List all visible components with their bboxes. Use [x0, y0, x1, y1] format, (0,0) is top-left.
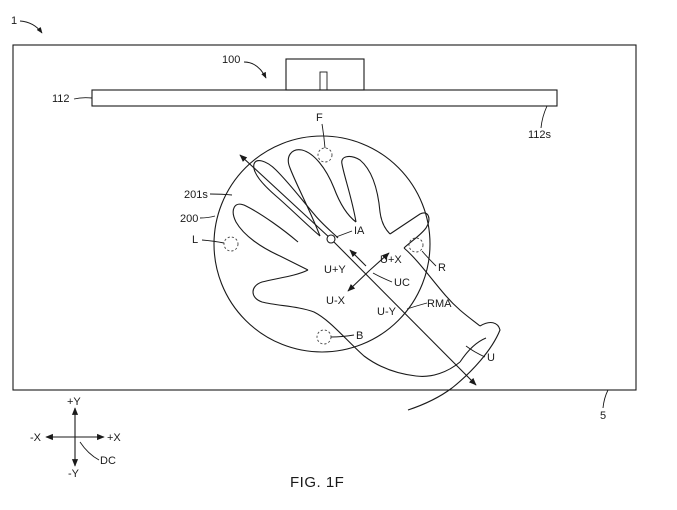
ref-label-112s: 112s	[528, 129, 552, 141]
sensor-point-l	[223, 236, 239, 252]
leader-l	[201, 239, 225, 244]
ref-label-u-plus-y: U+Y	[324, 264, 346, 276]
ref-label-201s: 201s	[184, 189, 208, 201]
outer-frame	[12, 44, 637, 391]
leader-r	[421, 250, 437, 267]
leader-dc	[79, 441, 100, 461]
ref-label-200: 200	[180, 213, 198, 225]
leader-112	[73, 97, 93, 100]
global-axes	[45, 407, 105, 467]
ref-label-100: 100	[222, 54, 240, 66]
ref-label-l: L	[192, 234, 198, 246]
ref-label-u-plus-x: U+X	[380, 254, 402, 266]
ref-label-r: R	[438, 262, 446, 274]
leader-arrow-1	[19, 20, 43, 34]
ref-label-f: F	[316, 112, 323, 124]
ref-label-b: B	[356, 330, 363, 342]
leader-201s	[209, 193, 233, 196]
ia-point	[326, 234, 336, 244]
leader-5	[602, 389, 609, 409]
leader-ia	[335, 230, 353, 238]
hand-outline	[232, 149, 501, 411]
device-stem	[319, 71, 328, 91]
axis-label-minus-x: -X	[30, 432, 42, 444]
ref-label-5: 5	[600, 410, 606, 422]
axis-label-minus-y: -Y	[68, 468, 80, 480]
leader-arrow-100	[243, 61, 267, 79]
leader-200	[199, 215, 216, 219]
leader-u	[465, 345, 486, 358]
figure-caption: FIG. 1F	[290, 474, 344, 491]
surface-112	[91, 89, 558, 107]
ref-label-112: 112	[52, 93, 70, 105]
circle-200	[213, 135, 431, 353]
axis-label-plus-x: +X	[107, 432, 121, 444]
axis-label-dc: DC	[100, 455, 116, 467]
ref-label-1: 1	[11, 15, 17, 27]
ref-label-rma: RMA	[427, 298, 452, 310]
u-plus-y-arrow	[349, 249, 367, 267]
hand-axis-upper-arrow	[239, 154, 332, 240]
u-minus-x-arrow	[347, 269, 371, 292]
leader-f	[321, 123, 326, 149]
ref-label-u: U	[487, 352, 495, 364]
hand-axis-lower-arrow	[330, 238, 477, 386]
sensor-point-f	[317, 147, 333, 163]
leader-rma	[406, 302, 428, 310]
axis-label-plus-y: +Y	[67, 396, 81, 408]
u-plus-x-arrow	[369, 252, 390, 271]
ref-label-u-minus-x: U-X	[326, 295, 346, 307]
leader-b	[330, 334, 355, 338]
device-100	[285, 58, 365, 91]
ref-label-uc: UC	[394, 277, 410, 289]
leader-112s	[540, 105, 548, 129]
sensor-point-r	[408, 237, 424, 253]
ref-label-u-minus-y: U-Y	[377, 306, 397, 318]
leader-uc	[372, 272, 393, 283]
sensor-point-b	[316, 329, 332, 345]
ref-label-ia: IA	[354, 225, 365, 237]
